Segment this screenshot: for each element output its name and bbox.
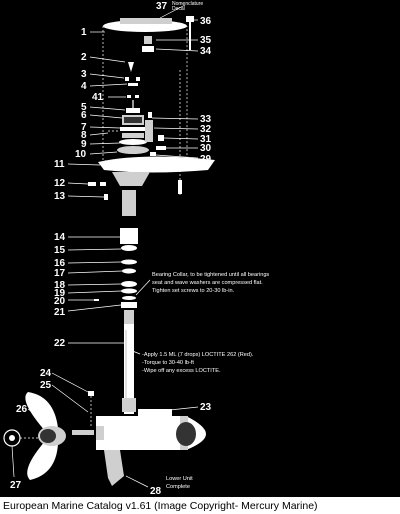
callout-32: 32	[200, 124, 212, 135]
callout-20: 20	[54, 296, 66, 307]
callout-36: 36	[200, 16, 212, 27]
callout-23: 23	[200, 402, 212, 413]
composite-shaft	[122, 310, 136, 414]
loctite-note-line-2: -Torque to 30-40 lb-ft	[142, 360, 194, 366]
callout-31: 31	[200, 134, 212, 145]
image-caption: European Marine Catalog v1.61 (Image Cop…	[0, 498, 400, 514]
callout-16: 16	[54, 258, 66, 269]
callout-25: 25	[40, 380, 52, 391]
callout-27: 27	[10, 480, 22, 491]
nameplate-note-line-1: Nomenclature	[172, 1, 203, 7]
parts-diagram: 1 2 3 4 41 5 6 7 8 9 10 11 12 13 14 15 1…	[0, 0, 400, 497]
callout-11: 11	[54, 159, 65, 170]
rope-handle-assembly	[142, 16, 194, 195]
callout-41: 41	[92, 92, 104, 103]
callout-10: 10	[75, 149, 87, 160]
callout-22: 22	[54, 338, 66, 349]
callout-5: 5	[81, 102, 87, 113]
bearing-collar-note-line-1: Bearing Collar, to be tightened until al…	[152, 272, 269, 278]
callout-37: 37	[156, 1, 168, 12]
callout-19: 19	[54, 288, 66, 299]
callout-15: 15	[54, 245, 66, 256]
callout-1: 1	[81, 27, 87, 38]
callout-28: 28	[150, 486, 162, 497]
bearing-collar-note-line-3: Tighten set screws to 20-30 lb-in.	[152, 288, 235, 294]
nameplate-note-line-2: Decal	[172, 6, 185, 12]
callout-13: 13	[54, 191, 66, 202]
callout-26: 26	[16, 404, 28, 415]
bearing-stack	[94, 228, 138, 308]
bearing-collar-note-line-2: seat and wave washers are compressed fla…	[152, 280, 263, 286]
callout-35: 35	[200, 35, 212, 46]
annotations: Nomenclature Decal Bearing Collar, to be…	[142, 1, 269, 490]
loctite-note-line-1: -Apply 1.5 ML (7 drops) LOCTITE 262 (Red…	[142, 352, 254, 358]
lower-unit-note-line-2: Complete	[166, 484, 190, 490]
column-tube	[122, 190, 136, 216]
callout-21: 21	[54, 307, 66, 318]
leader-lines	[11, 4, 199, 488]
callout-3: 3	[81, 69, 87, 80]
loctite-note-line-3: -Wipe off any excess LOCTITE.	[142, 368, 221, 374]
callout-7: 7	[81, 122, 87, 133]
callout-12: 12	[54, 178, 66, 189]
callout-8: 8	[81, 130, 87, 141]
callout-4: 4	[81, 81, 87, 92]
callout-14: 14	[54, 232, 66, 243]
base-plate	[88, 156, 215, 200]
callout-29: 29	[200, 154, 212, 165]
propeller	[3, 391, 94, 480]
exploded-view-svg: 1 2 3 4 41 5 6 7 8 9 10 11 12 13 14 15 1…	[3, 1, 269, 497]
control-components	[108, 62, 166, 156]
callout-24: 24	[40, 368, 52, 379]
callout-18: 18	[54, 280, 66, 291]
callout-33: 33	[200, 114, 212, 125]
callout-30: 30	[200, 143, 212, 154]
callout-2: 2	[81, 52, 87, 63]
lower-unit	[96, 409, 206, 486]
callout-numbers: 1 2 3 4 41 5 6 7 8 9 10 11 12 13 14 15 1…	[10, 1, 212, 497]
callout-9: 9	[81, 139, 87, 150]
callout-6: 6	[81, 110, 87, 121]
lower-unit-note-line-1: Lower Unit	[166, 476, 193, 482]
callout-34: 34	[200, 46, 212, 57]
callout-17: 17	[54, 268, 66, 279]
